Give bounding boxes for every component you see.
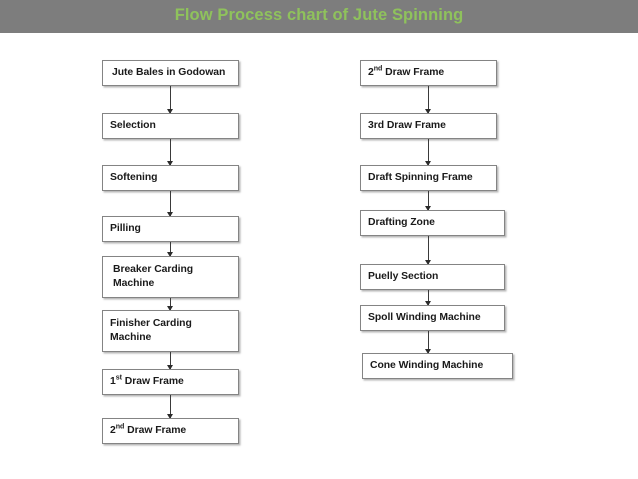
flow-box-label: Jute Bales in Godowan	[112, 66, 226, 78]
connector-arrow	[167, 139, 173, 166]
flow-box-label: 2nd Draw Frame	[368, 64, 445, 78]
ordinal-suffix: st	[115, 373, 122, 382]
flow-box-label-line2: Machine	[113, 278, 155, 289]
connector-arrow	[425, 236, 431, 265]
flow-box-spoll-winding-machine[interactable]: Spoll Winding Machine	[360, 305, 505, 331]
flow-box-cone-winding-machine[interactable]: Cone Winding Machine	[362, 353, 513, 379]
connector-arrow	[167, 395, 173, 419]
flow-box-label: 2nd Draw Frame	[110, 422, 187, 436]
flowchart-area: Jute Bales in Godowan Selection Softenin…	[0, 33, 638, 479]
flow-box-label: Pilling	[110, 222, 141, 234]
flow-box-selection[interactable]: Selection	[102, 113, 239, 139]
flow-box-finisher-carding-machine[interactable]: Finisher Carding Machine	[102, 310, 239, 352]
flow-box-label: Spoll Winding Machine	[368, 311, 481, 323]
flow-box-label: Softening	[110, 171, 158, 183]
flow-box-softening[interactable]: Softening	[102, 165, 239, 191]
ordinal-suffix: nd	[115, 422, 125, 431]
page-title: Flow Process chart of Jute Spinning	[174, 6, 464, 24]
connector-arrow	[167, 298, 173, 311]
flow-box-label: Selection	[110, 119, 156, 131]
header-bar	[0, 0, 638, 33]
connector-arrow	[167, 242, 173, 257]
flow-box-1st-draw-frame[interactable]: 1st Draw Frame	[102, 369, 239, 395]
flow-box-2nd-draw-frame-right[interactable]: 2nd Draw Frame	[360, 60, 497, 86]
flow-box-3rd-draw-frame[interactable]: 3rd Draw Frame	[360, 113, 497, 139]
flow-box-drafting-zone[interactable]: Drafting Zone	[360, 210, 505, 236]
connector-arrow	[425, 331, 431, 354]
flow-box-label: Draft Spinning Frame	[368, 171, 473, 183]
flow-box-label: Finisher Carding	[110, 317, 192, 329]
connector-arrow	[167, 191, 173, 217]
ordinal-suffix: nd	[373, 64, 383, 73]
connector-arrow	[425, 290, 431, 306]
flow-box-label: Puelly Section	[368, 270, 439, 282]
flow-box-label: 3rd Draw Frame	[368, 119, 446, 131]
flow-box-label-line2: Machine	[110, 332, 152, 343]
connector-arrow	[425, 191, 431, 211]
connector-arrow	[425, 139, 431, 166]
flow-box-breaker-carding-machine[interactable]: Breaker Carding Machine	[102, 256, 239, 298]
flow-box-label: Cone Winding Machine	[370, 359, 484, 371]
connector-arrow	[425, 86, 431, 114]
flow-box-puelly-section[interactable]: Puelly Section	[360, 264, 505, 290]
connector-arrow	[167, 352, 173, 370]
flow-box-jute-bales-in-godowan[interactable]: Jute Bales in Godowan	[102, 60, 239, 86]
connector-arrow	[167, 86, 173, 114]
flow-box-label: 1st Draw Frame	[110, 373, 184, 387]
flow-box-draft-spinning-frame[interactable]: Draft Spinning Frame	[360, 165, 497, 191]
flow-box-label: Breaker Carding	[113, 263, 194, 275]
flow-box-2nd-draw-frame-left[interactable]: 2nd Draw Frame	[102, 418, 239, 444]
flow-box-pilling[interactable]: Pilling	[102, 216, 239, 242]
flow-box-label: Drafting Zone	[368, 216, 435, 228]
